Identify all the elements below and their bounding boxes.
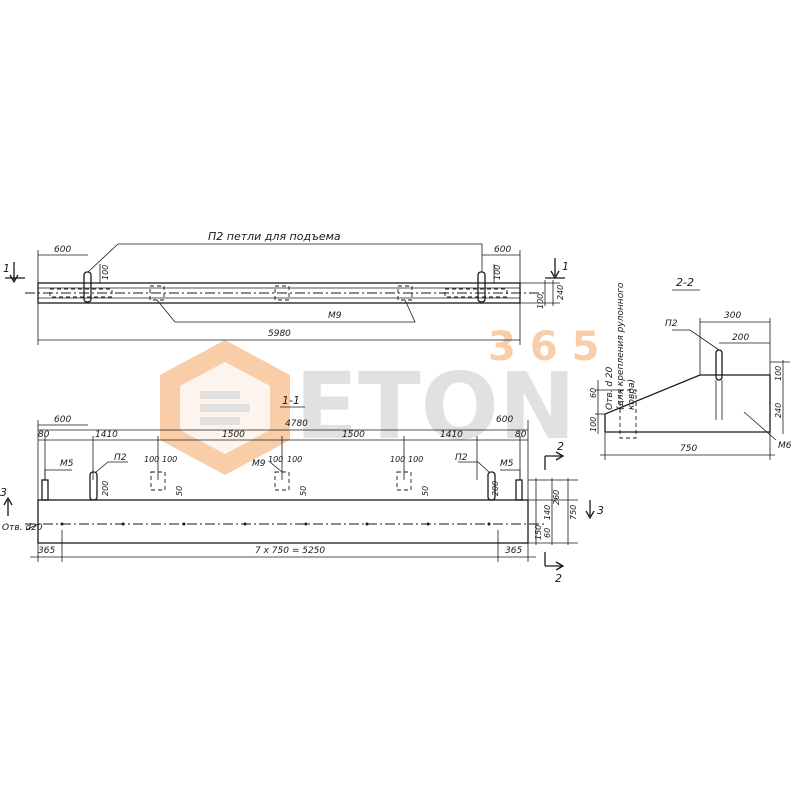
plan-dim-100-right: 100 [493, 265, 502, 280]
elev-m9-label: М9 [252, 459, 266, 469]
section-2-2-dim-60: 60 [589, 388, 598, 398]
cut-2-top: 2 [557, 440, 564, 453]
cut-1-right: 1 [562, 260, 569, 273]
lifting-loop-right [477, 271, 486, 303]
elev-dim-600-right: 600 [496, 415, 513, 425]
elev-dim-50-a: 50 [175, 486, 184, 496]
section-2-2-dim-100-top: 100 [774, 366, 783, 381]
watermark-number: 365 [488, 324, 614, 370]
elev-p2-right: П2 [455, 453, 468, 463]
section-2-2-hole-note-1: Отв. d 20 [605, 366, 615, 410]
plan-dim-600-right: 600 [494, 245, 511, 255]
section-2-2-hole-note-3: ковра) [627, 379, 637, 410]
elev-dim-80-left: 80 [38, 430, 50, 440]
elev-m5-right: М5 [500, 459, 514, 469]
loops-callout: П2 петли для подъема [208, 230, 341, 243]
elev-dim-100-f: 100 [408, 455, 423, 464]
section-2-2-p2: П2 [665, 319, 678, 329]
embedded-plate-m5-left [41, 479, 49, 501]
beam-elevation-outline [37, 499, 529, 544]
section-2-2-dim-100-left: 100 [589, 417, 598, 432]
elev-dim-750: 750 [569, 505, 578, 520]
elev-dim-365-left: 365 [38, 546, 55, 556]
embedded-m9-1 [150, 471, 166, 491]
watermark-logo-mark [200, 391, 250, 425]
section-2-2-profile [604, 374, 771, 433]
elev-dim-80-right: 80 [515, 430, 527, 440]
elev-dim-50-b: 50 [299, 486, 308, 496]
elev-dim-600-left: 600 [54, 415, 71, 425]
section-2-2: 2-2 Отв. d 20 (для крепления рулонного к… [589, 276, 792, 460]
plan-dim-240-side: 240 [556, 285, 565, 300]
elev-p2-left: П2 [114, 453, 127, 463]
lifting-loop-left [83, 271, 92, 303]
cut-2-bottom: 2 [555, 572, 562, 585]
elev-dim-140: 140 [543, 505, 552, 520]
elev-dim-1410-left: 1410 [95, 430, 118, 440]
elev-dim-100-a: 100 [144, 455, 159, 464]
section-1-1: 1-1 4780 600 600 80 1410 1500 1500 1410 … [0, 394, 604, 585]
elev-dim-100-e: 100 [390, 455, 405, 464]
elev-dim-200-right: 200 [491, 481, 500, 496]
cut-1-left: 1 [3, 262, 10, 275]
elev-m5-left: М5 [60, 459, 74, 469]
holes-row [60, 522, 491, 526]
cut-3-left: 3 [0, 486, 7, 499]
section-2-2-dim-300: 300 [724, 311, 741, 321]
section-2-2-dim-750: 750 [680, 444, 697, 454]
elev-dim-150: 150 [534, 525, 543, 540]
elev-dim-spacing: 7 x 750 = 5250 [255, 546, 325, 556]
elev-dim-4780: 4780 [285, 419, 308, 429]
elev-dim-100-b: 100 [162, 455, 177, 464]
plan-dim-100-side: 100 [536, 294, 545, 309]
section-2-2-title: 2-2 [676, 276, 694, 289]
elev-dim-1500-left: 1500 [222, 430, 245, 440]
plan-m9-label: М9 [328, 311, 342, 321]
section-2-2-dim-240: 240 [774, 403, 783, 418]
elev-dim-1500-right: 1500 [342, 430, 365, 440]
elev-dim-260: 260 [552, 490, 561, 505]
holes-label: Отв. d20 [2, 523, 43, 533]
elev-dim-100-c: 100 [268, 455, 283, 464]
plan-dim-100-left: 100 [101, 265, 110, 280]
loop-p2-right [487, 471, 496, 501]
watermark: ETON 365 [160, 324, 614, 475]
section-2-2-dim-200: 200 [732, 333, 749, 343]
elev-dim-100-d: 100 [287, 455, 302, 464]
cut-3-right: 3 [597, 504, 604, 517]
embedded-m9-3 [396, 471, 412, 491]
elev-dim-1410-right: 1410 [440, 430, 463, 440]
section-1-1-title: 1-1 [282, 394, 300, 407]
watermark-brand: ETON [295, 353, 576, 460]
elev-dim-200-left: 200 [101, 481, 110, 496]
section-2-2-hole-note-2: (для крепления рулонного [616, 282, 626, 410]
elev-dim-50-c: 50 [421, 486, 430, 496]
elev-dim-365-right: 365 [505, 546, 522, 556]
elev-dim-60: 60 [543, 528, 552, 538]
section-2-2-m6: М6 [778, 441, 792, 451]
top-view: М9 П2 петли для подъема 600 600 100 100 … [3, 230, 569, 345]
plan-dim-600-left: 600 [54, 245, 71, 255]
loop-p2-left [89, 471, 98, 501]
embedded-plate-m5-right [515, 479, 523, 501]
plan-total-length: 5980 [268, 329, 291, 339]
